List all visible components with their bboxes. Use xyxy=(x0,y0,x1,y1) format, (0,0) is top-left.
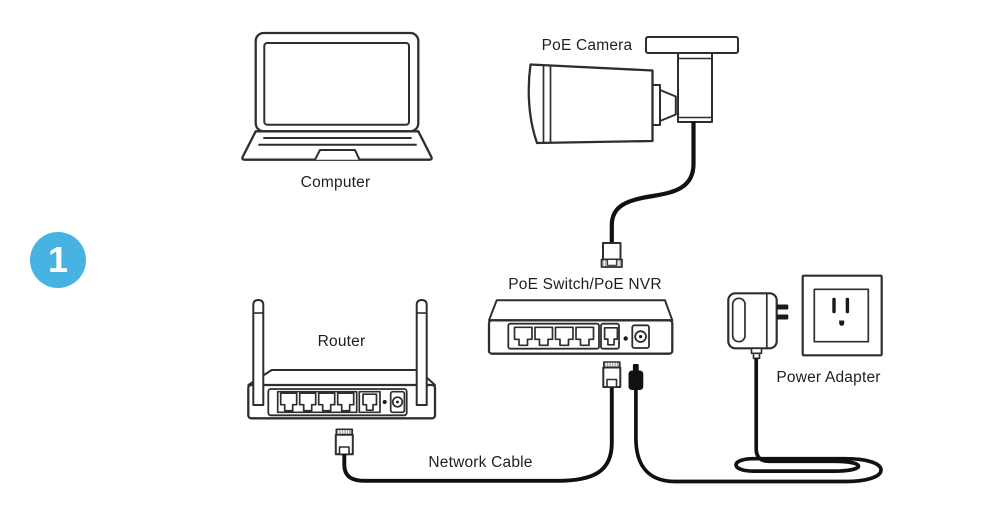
wall-outlet-icon xyxy=(801,274,883,357)
computer-label: Computer xyxy=(300,174,371,191)
rj45-ports xyxy=(513,326,595,347)
router-label: Router xyxy=(317,333,366,350)
rj45-connector-icon xyxy=(602,361,622,388)
power-adapter-icon xyxy=(727,292,789,360)
rj45-ports xyxy=(279,392,355,412)
step-number: 1 xyxy=(47,239,69,280)
router-antenna xyxy=(252,299,428,406)
rj45-connector-icon xyxy=(600,242,623,268)
laptop-icon xyxy=(241,31,433,161)
wireless-router-icon xyxy=(247,299,437,420)
bullet-camera-icon xyxy=(527,36,739,145)
camera-cable xyxy=(609,121,696,244)
step-number-badge: 1 xyxy=(30,232,86,288)
poe-switch-nvr-label: PoE Switch/PoE NVR xyxy=(508,276,662,293)
power-adapter-label: Power Adapter xyxy=(776,368,881,386)
rj45-connector-icon xyxy=(334,428,354,456)
network-cable-label: Network Cable xyxy=(428,454,533,471)
poe-switch-icon xyxy=(487,299,674,355)
coiled-power-cable-icon xyxy=(634,358,883,484)
poe-camera-label: PoE Camera xyxy=(541,37,633,54)
dc-plug-icon xyxy=(628,364,644,390)
network-cable-wire xyxy=(342,387,614,483)
